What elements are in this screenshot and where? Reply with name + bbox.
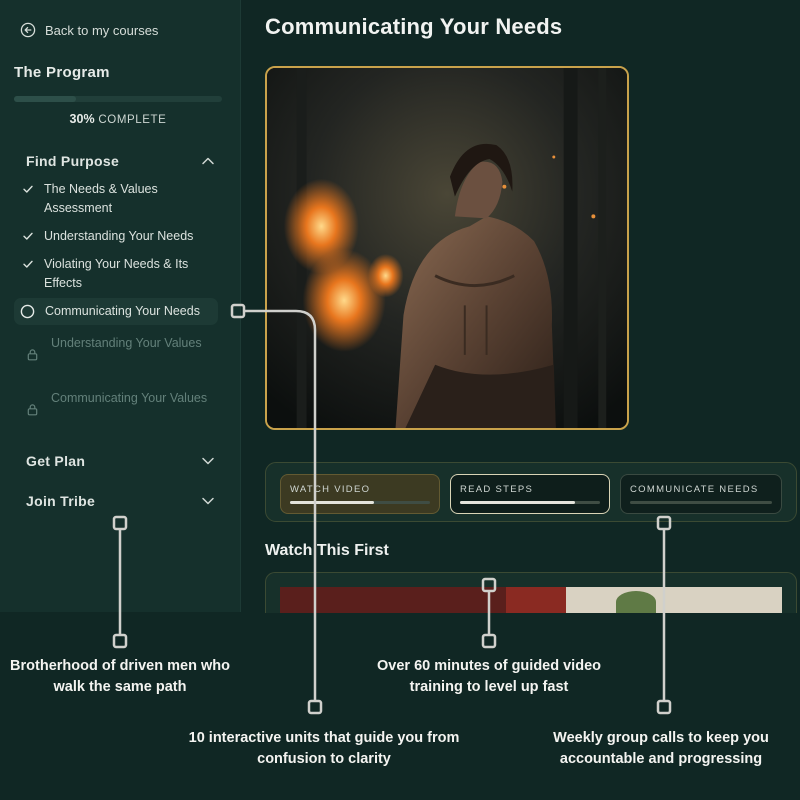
callout-brotherhood: Brotherhood of driven men who walk the s… [10, 658, 230, 695]
lesson-label: Communicating Your Values [51, 391, 208, 405]
lesson-communicating-values-locked: Communicating Your Values [26, 389, 222, 416]
section-join-tribe[interactable]: Join Tribe [26, 493, 216, 509]
lesson-understanding-values-locked: Understanding Your Values [26, 334, 222, 361]
man-in-forest-illustration [267, 68, 627, 428]
lesson-understanding-needs[interactable]: Understanding Your Needs [22, 227, 218, 246]
section-title: Join Tribe [26, 493, 96, 509]
callout-video-training: Over 60 minutes of guided video training… [377, 658, 601, 695]
progress-percent: 30% [69, 112, 95, 126]
check-icon [23, 232, 33, 240]
callout-area-background [0, 612, 800, 800]
chevron-down-icon [202, 497, 214, 505]
lesson-label: The Needs & Values Assessment [44, 182, 158, 215]
progress-text: 30% COMPLETE [14, 112, 222, 126]
tab-progress-fill [290, 501, 374, 504]
lesson-hero-image [265, 66, 629, 430]
tab-progress-bar [290, 501, 430, 504]
chevron-up-icon [202, 157, 214, 165]
tab-communicate-needs[interactable]: COMMUNICATE NEEDS [620, 474, 782, 514]
lesson-communicating-needs-current[interactable]: Communicating Your Needs [14, 298, 218, 325]
tab-progress-bar [630, 501, 772, 504]
arrow-left-circle-icon [20, 22, 36, 38]
tab-label: WATCH VIDEO [290, 484, 371, 495]
tab-progress-bar [460, 501, 600, 504]
section-get-plan[interactable]: Get Plan [26, 453, 216, 469]
progress-complete-label: COMPLETE [98, 114, 167, 126]
lock-icon [27, 404, 38, 416]
check-icon [23, 185, 33, 193]
lesson-label: Communicating Your Needs [45, 304, 200, 318]
course-sidebar: Back to my courses The Program 30% COMPL… [0, 0, 241, 612]
lock-icon [27, 349, 38, 361]
section-title: Find Purpose [26, 153, 120, 169]
callout-weekly-calls: Weekly group calls to keep you accountab… [553, 730, 769, 767]
program-title: The Program [14, 64, 110, 81]
chevron-down-icon [202, 457, 214, 465]
tab-progress-fill [460, 501, 575, 504]
tab-watch-video[interactable]: WATCH VIDEO [280, 474, 440, 514]
check-icon [23, 260, 33, 268]
tab-label: READ STEPS [460, 484, 534, 495]
intro-video-preview[interactable] [265, 572, 797, 613]
tab-read-steps[interactable]: READ STEPS [450, 474, 610, 514]
section-find-purpose[interactable]: Find Purpose [26, 153, 216, 169]
lesson-violating-needs[interactable]: Violating Your Needs & Its Effects [22, 255, 218, 292]
program-progress-fill [14, 96, 77, 102]
video-thumbnail-plant [616, 591, 656, 613]
watch-first-heading: Watch This First [265, 542, 389, 559]
back-to-courses-link[interactable]: Back to my courses [20, 22, 158, 38]
circle-icon [20, 304, 35, 319]
lesson-needs-values-assessment[interactable]: The Needs & Values Assessment [22, 180, 218, 217]
section-title: Get Plan [26, 453, 86, 469]
video-thumbnail-right [566, 587, 782, 613]
program-progress-bar [14, 96, 222, 102]
callout-interactive-units: 10 interactive units that guide you from… [188, 730, 460, 767]
lesson-title: Communicating Your Needs [265, 14, 563, 39]
lesson-label: Violating Your Needs & Its Effects [44, 257, 189, 290]
video-thumbnail-accent [506, 587, 566, 613]
tab-label: COMMUNICATE NEEDS [630, 484, 759, 495]
lesson-label: Understanding Your Values [51, 336, 202, 350]
lesson-step-tabs: WATCH VIDEO READ STEPS COMMUNICATE NEEDS [265, 462, 797, 522]
lesson-label: Understanding Your Needs [44, 229, 194, 243]
back-label: Back to my courses [45, 22, 159, 38]
